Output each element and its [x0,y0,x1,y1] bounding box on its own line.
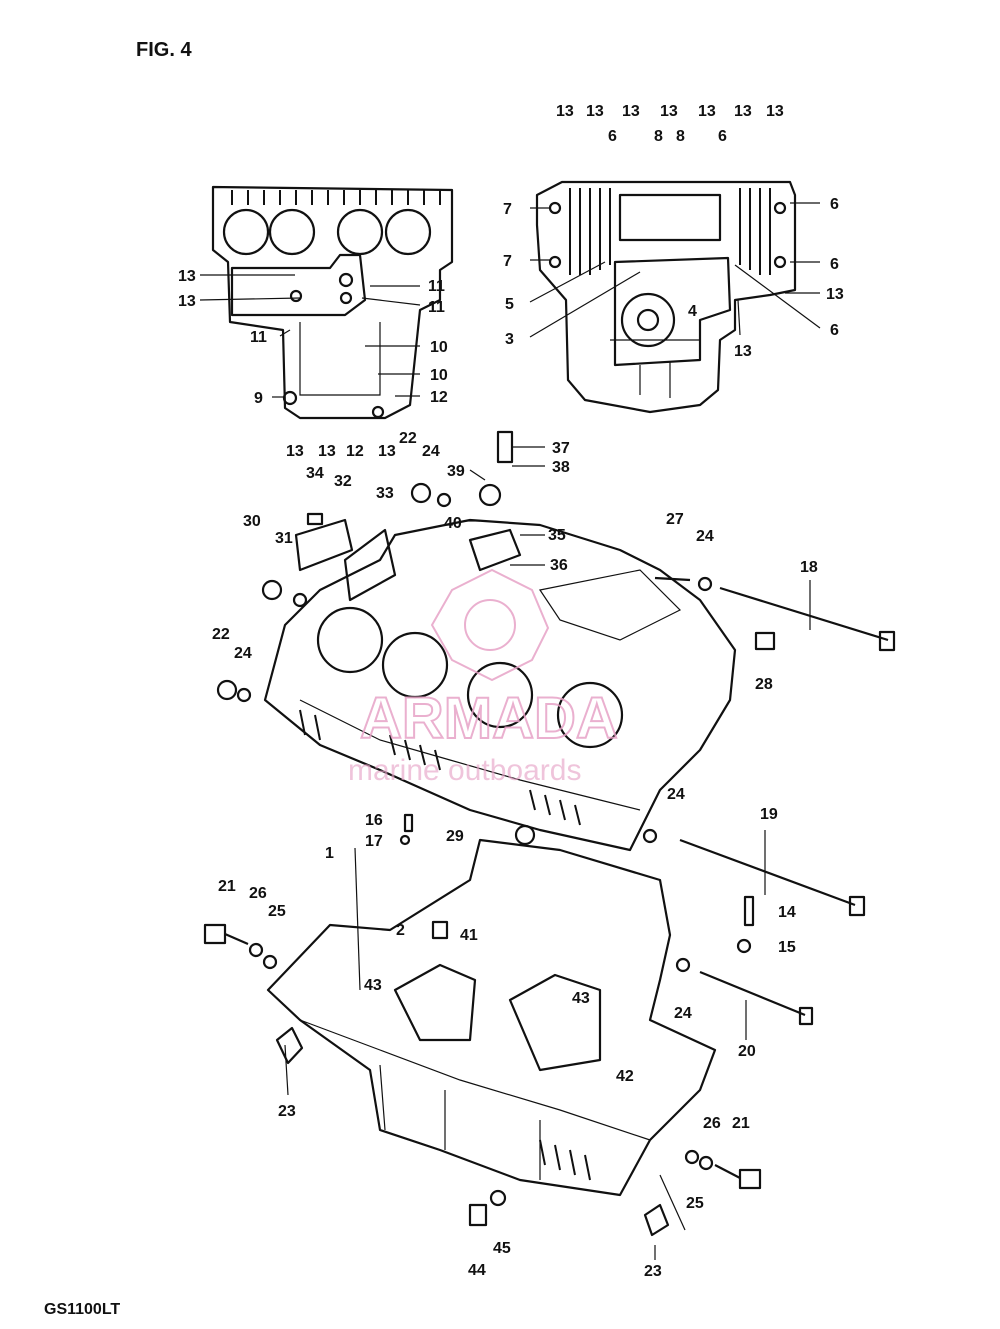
callout-26a: 26 [249,885,267,902]
callout-13k: 13 [178,293,196,310]
callout-41: 41 [460,927,478,944]
callout-24a: 24 [422,443,440,460]
loose-hardware [203,482,896,1237]
callout-33: 33 [376,485,394,502]
callout-13f: 13 [734,103,752,120]
leader-lines [199,202,821,1260]
callout-7b: 7 [503,253,512,270]
callout-19: 19 [760,806,778,823]
callout-43a: 43 [364,977,382,994]
watermark-brand: ARMADA [360,686,618,751]
callout-1: 1 [325,845,334,862]
callout-42: 42 [616,1068,634,1085]
callout-13g: 13 [766,103,784,120]
lower-case-bottom-view [535,180,797,414]
callout-2: 2 [396,922,405,939]
callout-25b: 25 [686,1195,704,1212]
callout-5: 5 [505,296,514,313]
callout-15: 15 [778,939,796,956]
watermark: ARMADA marine outboards [348,568,619,787]
callout-36: 36 [550,557,568,574]
callout-13: 13 [556,103,574,120]
callout-23a: 23 [278,1103,296,1120]
callout-34: 34 [306,465,324,482]
callout-13l: 13 [286,443,304,460]
callout-20: 20 [738,1043,756,1060]
callout-12b: 12 [346,443,364,460]
callout-13i: 13 [734,343,752,360]
callout-13j: 13 [178,268,196,285]
callout-13e: 13 [698,103,716,120]
callout-6d: 6 [830,256,839,273]
callout-32: 32 [334,473,352,490]
callout-13h: 13 [826,286,844,303]
callout-29: 29 [446,828,464,845]
callout-6c: 6 [830,196,839,213]
callout-6e: 6 [830,322,839,339]
callout-18: 18 [800,559,818,576]
callout-12a: 12 [430,389,448,406]
callout-22b: 22 [212,626,230,643]
callout-16: 16 [365,812,383,829]
callout-11c: 11 [250,329,267,346]
watermark-subtitle: marine outboards [348,754,581,787]
callout-22a: 22 [399,430,417,447]
callout-24b: 24 [696,528,714,545]
callout-13c: 13 [622,103,640,120]
callout-38: 38 [552,459,570,476]
callout-14: 14 [778,904,796,921]
callout-13b: 13 [586,103,604,120]
lower-crankcase [266,838,717,1197]
callout-11b: 11 [428,299,445,316]
callout-24e: 24 [674,1005,692,1022]
callout-45: 45 [493,1240,511,1257]
callout-23b: 23 [644,1263,662,1280]
callout-27: 27 [666,511,684,528]
callout-44: 44 [468,1262,486,1279]
upper-crankcase [263,430,737,852]
callout-13n: 13 [378,443,396,460]
callout-31: 31 [275,530,293,547]
callout-21b: 21 [732,1115,750,1132]
callout-40: 40 [444,515,462,532]
callout-13m: 13 [318,443,336,460]
callout-43b: 43 [572,990,590,1007]
callout-10a: 10 [430,339,448,356]
upper-case-bottom-view [211,185,454,420]
callout-39: 39 [447,463,465,480]
callout-4: 4 [688,303,697,320]
figure-label: FIG. 4 [136,39,192,61]
callout-35: 35 [548,527,566,544]
callout-21a: 21 [218,878,236,895]
callout-8b: 8 [676,128,685,145]
callout-10b: 10 [430,367,448,384]
callout-9: 9 [254,390,263,407]
callout-6b: 6 [718,128,727,145]
model-label: GS1100LT [44,1301,120,1318]
callout-28: 28 [755,676,773,693]
callout-37: 37 [552,440,570,457]
callout-11a: 11 [428,278,445,295]
callout-13d: 13 [660,103,678,120]
callout-6a: 6 [608,128,617,145]
callout-30: 30 [243,513,261,530]
callout-24c: 24 [234,645,252,662]
callout-8a: 8 [654,128,663,145]
callout-7a: 7 [503,201,512,218]
callout-24d: 24 [667,786,685,803]
callout-3: 3 [505,331,514,348]
callout-17: 17 [365,833,383,850]
callout-25a: 25 [268,903,286,920]
callout-26b: 26 [703,1115,721,1132]
